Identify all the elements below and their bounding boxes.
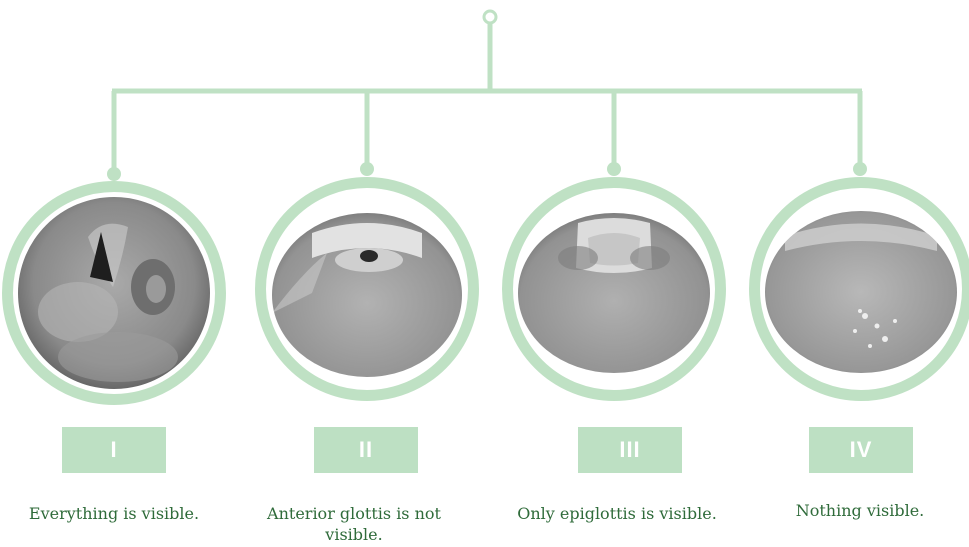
grade-1-numeral: I (110, 437, 117, 463)
grade-3-badge: III (578, 427, 682, 473)
grade-4-numeral: IV (850, 437, 873, 463)
epiglottis-only-view-image (518, 213, 710, 373)
grade-3-description: Only epiglottis is visible. (517, 503, 717, 524)
open-glottis-view-image (18, 197, 210, 389)
branch-dot-2 (360, 162, 374, 176)
grade-2-badge: II (314, 427, 418, 473)
partial-glottis-view-image (272, 213, 462, 377)
palate-only-view-image (765, 211, 957, 373)
grade-4-description: Nothing visible. (760, 500, 960, 521)
grade-4-badge: IV (809, 427, 913, 473)
root-node-dot (484, 11, 496, 23)
branch-dot-3 (607, 162, 621, 176)
grade-1-badge: I (62, 427, 166, 473)
grade-3-numeral: III (619, 437, 640, 463)
grade-2-description: Anterior glottis is not visible. (254, 503, 454, 545)
branch-dot-4 (853, 162, 867, 176)
grade-1-description: Everything is visible. (14, 503, 214, 524)
grade-2-numeral: II (359, 437, 373, 463)
branch-dot-1 (107, 167, 121, 181)
